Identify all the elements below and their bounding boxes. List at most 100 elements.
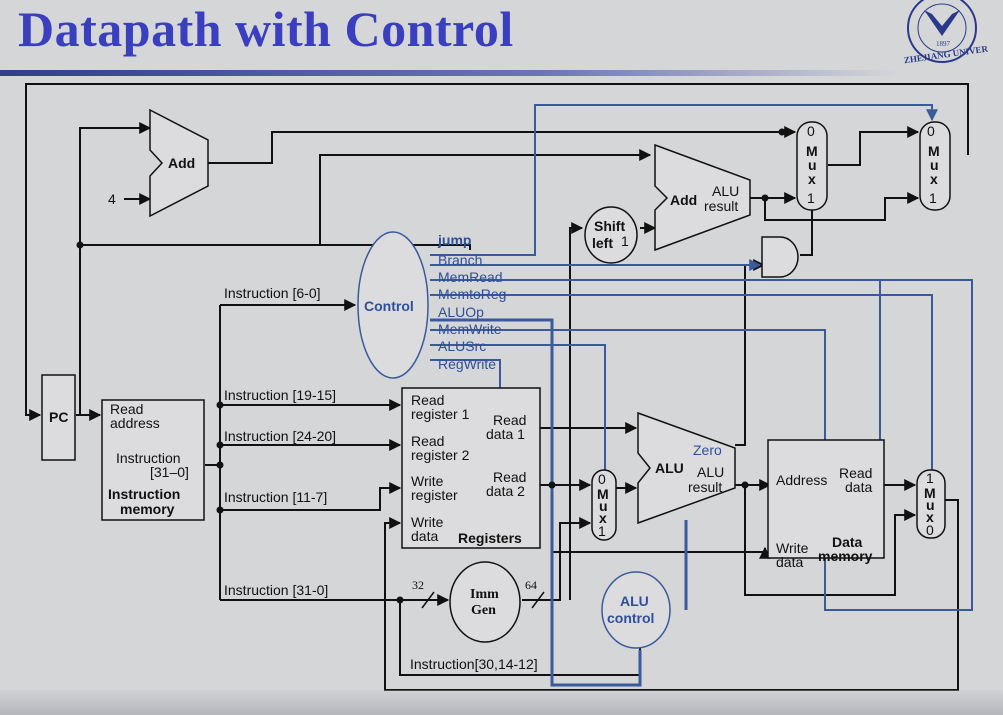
slide-title: Datapath with Control bbox=[18, 1, 514, 57]
university-logo: 1897 ZHEJIANG UNIVERSITY bbox=[903, 0, 988, 65]
field-6-0: Instruction [6-0] bbox=[224, 285, 321, 301]
pc-adder-label: Add bbox=[168, 155, 195, 171]
reg-rdata2-1: Read bbox=[493, 469, 526, 485]
branch-adder: Add ALU result bbox=[654, 143, 751, 252]
wb-mux-m: M bbox=[924, 485, 936, 501]
alusrc-mux-x: x bbox=[599, 510, 607, 526]
bottom-toolbar-strip bbox=[0, 690, 1003, 715]
control-label: Control bbox=[364, 298, 414, 314]
pc-source-mux-2: 0 M u x 1 bbox=[919, 121, 951, 211]
signal-branch: Branch bbox=[438, 252, 482, 268]
control-unit: Control bbox=[357, 231, 429, 379]
reg-rdata2-2: data 2 bbox=[486, 483, 525, 499]
dmem-address: Address bbox=[776, 472, 827, 488]
signal-jump: jump bbox=[437, 232, 471, 248]
alusrc-mux: 0 M u x 1 bbox=[591, 469, 617, 541]
bus-width-marks bbox=[421, 591, 545, 609]
dmem-name-2: memory bbox=[818, 548, 873, 564]
branch-adder-result-1: ALU bbox=[712, 183, 739, 199]
alu-result-1: ALU bbox=[697, 464, 724, 480]
alusrc-mux-in0: 0 bbox=[598, 471, 606, 487]
alu-control-label-2: control bbox=[607, 610, 654, 626]
imm-gen: Imm Gen bbox=[449, 561, 521, 643]
control-wires bbox=[430, 104, 973, 687]
imem-name-2: memory bbox=[120, 501, 175, 517]
signal-memread: MemRead bbox=[438, 269, 503, 285]
alusrc-mux-in1: 1 bbox=[598, 523, 606, 539]
imem-name-1: Instruction bbox=[108, 486, 180, 502]
field-19-15: Instruction [19-15] bbox=[224, 387, 336, 403]
field-24-20: Instruction [24-20] bbox=[224, 428, 336, 444]
alusrc-mux-m: M bbox=[597, 486, 609, 502]
shift-label-2: left bbox=[592, 235, 613, 251]
wb-mux-u: u bbox=[926, 497, 935, 513]
imem-read-1: Read bbox=[110, 401, 143, 417]
mux2-m: M bbox=[928, 143, 940, 159]
mux2-in1: 1 bbox=[929, 190, 937, 206]
reg-read2-1: Read bbox=[411, 433, 444, 449]
field-11-7: Instruction [11-7] bbox=[224, 489, 327, 505]
data-memory: Address Read data Write data Data memory bbox=[767, 439, 885, 570]
memtoreg-mux: 1 M u x 0 bbox=[916, 469, 946, 539]
pc-register: PC bbox=[41, 374, 76, 461]
bus-width-out: 64 bbox=[525, 578, 537, 592]
signal-regwrite: RegWrite bbox=[438, 356, 496, 372]
imm-label-2: Gen bbox=[471, 603, 496, 618]
shift-left-unit: Shift left 1 bbox=[584, 206, 638, 264]
alu-result-2: result bbox=[688, 479, 722, 495]
signal-memwrite: MemWrite bbox=[438, 321, 502, 337]
dmem-wdata-1: Write bbox=[776, 540, 809, 556]
control-signal-labels: jump Branch MemRead MemtoReg ALUOp MemWr… bbox=[437, 232, 506, 372]
dmem-name-1: Data bbox=[832, 534, 863, 550]
signal-alusrc: ALUSrc bbox=[438, 338, 486, 354]
dmem-wdata-2: data bbox=[776, 554, 803, 570]
alu-zero: Zero bbox=[693, 442, 722, 458]
shift-label-1: Shift bbox=[594, 218, 625, 234]
title-rule bbox=[0, 70, 900, 76]
pc-adder: Add bbox=[149, 108, 209, 218]
main-alu: ALU ALU result Zero bbox=[637, 411, 736, 525]
junction-dots bbox=[76, 128, 786, 604]
signal-memtoreg: MemtoReg bbox=[438, 286, 506, 302]
shift-amount: 1 bbox=[621, 233, 629, 249]
dmem-rdata-1: Read bbox=[839, 465, 872, 481]
mux2-in0: 0 bbox=[927, 123, 935, 139]
imem-instr-1: Instruction bbox=[116, 450, 181, 466]
const-four: 4 bbox=[108, 191, 116, 207]
pc-source-mux-1: 0 M u x 1 bbox=[796, 121, 828, 211]
alu-label: ALU bbox=[655, 460, 684, 476]
reg-wdata-1: Write bbox=[411, 514, 444, 530]
reg-write-2: register bbox=[411, 487, 458, 503]
reg-read1-1: Read bbox=[411, 392, 444, 408]
instruction-field-labels: Instruction [6-0] Instruction [19-15] In… bbox=[224, 285, 538, 672]
data-wires bbox=[25, 83, 969, 691]
register-file: Read register 1 Read register 2 Write re… bbox=[401, 387, 541, 549]
alusrc-mux-u: u bbox=[599, 498, 608, 514]
mux1-u: u bbox=[808, 157, 817, 173]
logo-emblem-icon bbox=[924, 10, 960, 36]
branch-and-gate bbox=[761, 236, 799, 278]
mux2-x: x bbox=[930, 171, 938, 187]
alu-control-unit: ALU control bbox=[601, 571, 671, 649]
branch-adder-label: Add bbox=[670, 192, 697, 208]
signal-aluop: ALUOp bbox=[438, 304, 484, 320]
wb-mux-in1: 1 bbox=[926, 470, 934, 486]
mux2-u: u bbox=[930, 157, 939, 173]
imem-instr-2: [31–0] bbox=[150, 464, 189, 480]
reg-name: Registers bbox=[458, 530, 522, 546]
field-30-14-12: Instruction[30,14-12] bbox=[410, 656, 538, 672]
alu-control-label-1: ALU bbox=[620, 593, 649, 609]
wb-mux-x: x bbox=[926, 509, 934, 525]
wb-mux-in0: 0 bbox=[926, 522, 934, 538]
dmem-rdata-2: data bbox=[845, 479, 872, 495]
imm-label-1: Imm bbox=[470, 587, 499, 602]
field-31-0: Instruction [31-0] bbox=[224, 582, 328, 598]
reg-wdata-2: data bbox=[411, 528, 438, 544]
mux1-x: x bbox=[808, 171, 816, 187]
pc-label: PC bbox=[49, 409, 68, 425]
logo-year: 1897 bbox=[936, 40, 951, 48]
instruction-memory: Read address Instruction [31–0] Instruct… bbox=[101, 399, 205, 521]
reg-read1-2: register 1 bbox=[411, 406, 470, 422]
mux1-in0: 0 bbox=[807, 123, 815, 139]
